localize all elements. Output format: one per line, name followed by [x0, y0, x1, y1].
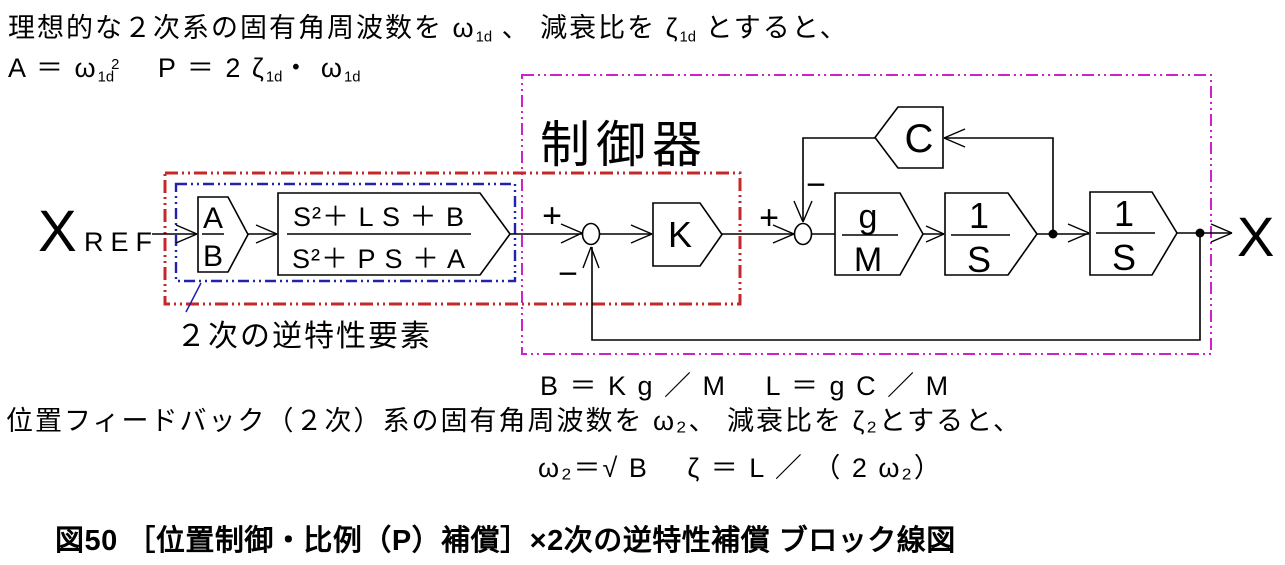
- intro1-post: とすると、: [696, 13, 849, 43]
- block-ab-denominator: B: [203, 240, 223, 273]
- plant-boundary-box: [521, 74, 1212, 355]
- block-int2-denominator: S: [1112, 237, 1136, 278]
- input-label-x: X: [38, 199, 77, 264]
- block-c-label: C: [905, 117, 934, 161]
- block-int1-numerator: 1: [969, 195, 989, 236]
- block-tf-denominator: S²＋ P S ＋ A: [292, 244, 466, 274]
- formula-a: A ＝ ω: [8, 53, 98, 83]
- sum1-minus-sign: −: [558, 255, 578, 293]
- block-int1-denominator: S: [967, 239, 991, 280]
- sum2-plus-sign: +: [759, 199, 779, 237]
- velocity-pickoff-dot: [1048, 229, 1058, 239]
- intro1-mid: 、 減衰比を ζ: [492, 13, 680, 43]
- inverse-element-leader-line: [185, 282, 202, 313]
- block-gm: [834, 192, 924, 276]
- inverse-element-boundary-box: [174, 182, 517, 283]
- formula-p-dot: ・ ω: [282, 53, 344, 83]
- block-gm-denominator: M: [854, 241, 882, 279]
- arrowhead-into-output: [1210, 223, 1233, 243]
- arrowhead-into-int2: [1067, 223, 1090, 243]
- omega1d-subscript: 1d: [475, 29, 493, 46]
- block-gm-numerator: g: [859, 198, 878, 236]
- arrowhead-into-c: [943, 128, 966, 148]
- line-position-feedback: [591, 234, 1201, 341]
- line-velocity-feedback-to-c: [944, 137, 1054, 234]
- p-omega-subscript: 1d: [343, 69, 361, 86]
- arrowhead-feedback-into-sum1: [582, 246, 600, 269]
- arrowhead-into-tf: [255, 224, 278, 244]
- block-int2-numerator: 1: [1114, 193, 1134, 234]
- block-gain-k: [652, 202, 723, 267]
- p-zeta-subscript: 1d: [265, 69, 283, 86]
- input-label-ref-subscript: REF: [84, 227, 159, 257]
- formula-condition-line: 位置フィードバック（２次）系の固有角周波数を ω₂、 減衰比を ζ₂とすると、: [6, 406, 1023, 436]
- arrowhead-into-k: [630, 224, 653, 244]
- block-tf-numerator: S²＋ L S ＋ B: [293, 202, 465, 232]
- a-omega-subscript: 1d: [97, 69, 115, 86]
- arrowhead-c-into-sum2: [793, 200, 813, 223]
- a-omega-superscript: 2: [111, 56, 120, 73]
- summing-junction-1: [581, 222, 601, 246]
- block-damping-c: [873, 106, 944, 169]
- intro1-pre: 理想的な２次系の固有角周波数を ω: [8, 13, 476, 43]
- zeta1d-subscript: 1d: [679, 29, 697, 46]
- sum1-plus-sign: +: [542, 197, 562, 235]
- block-ab-numerator: A: [203, 202, 223, 235]
- arrowhead-into-sum1: [560, 223, 583, 244]
- formula-result-line: ω₂＝√ B ζ ＝ L ／ （ 2 ω₂）: [538, 453, 943, 483]
- controller-label: 制御器: [540, 117, 708, 173]
- arrowhead-into-int1: [925, 225, 945, 243]
- intro-line-1: 理想的な２次系の固有角周波数を ω1d 、 減衰比を ζ1d とすると、: [8, 6, 849, 45]
- arrowhead-into-ab: [175, 224, 198, 244]
- figure-caption: 図50 ［位置制御・比例（P）補償］×2次の逆特性補償 ブロック線図: [55, 525, 956, 557]
- block-integrator-1: [944, 192, 1038, 276]
- output-label-x: X: [1237, 205, 1274, 268]
- controller-boundary-box: [163, 171, 742, 306]
- formula-p: P ＝ 2 ζ: [119, 53, 266, 83]
- intro-line-2: A ＝ ω1d2 P ＝ 2 ζ1d・ ω1d: [8, 46, 360, 85]
- line-c-to-sum2: [802, 137, 875, 221]
- sum2-minus-sign: −: [806, 166, 826, 204]
- inverse-element-label: ２次の逆特性要素: [176, 320, 432, 353]
- summing-junction-2: [793, 222, 813, 246]
- arrowhead-into-sum2: [772, 224, 795, 244]
- block-k-label: K: [668, 214, 692, 255]
- formula-b-l: B ＝ K g ／ M L ＝ g C ／ M: [540, 371, 951, 401]
- position-pickoff-dot: [1195, 228, 1205, 238]
